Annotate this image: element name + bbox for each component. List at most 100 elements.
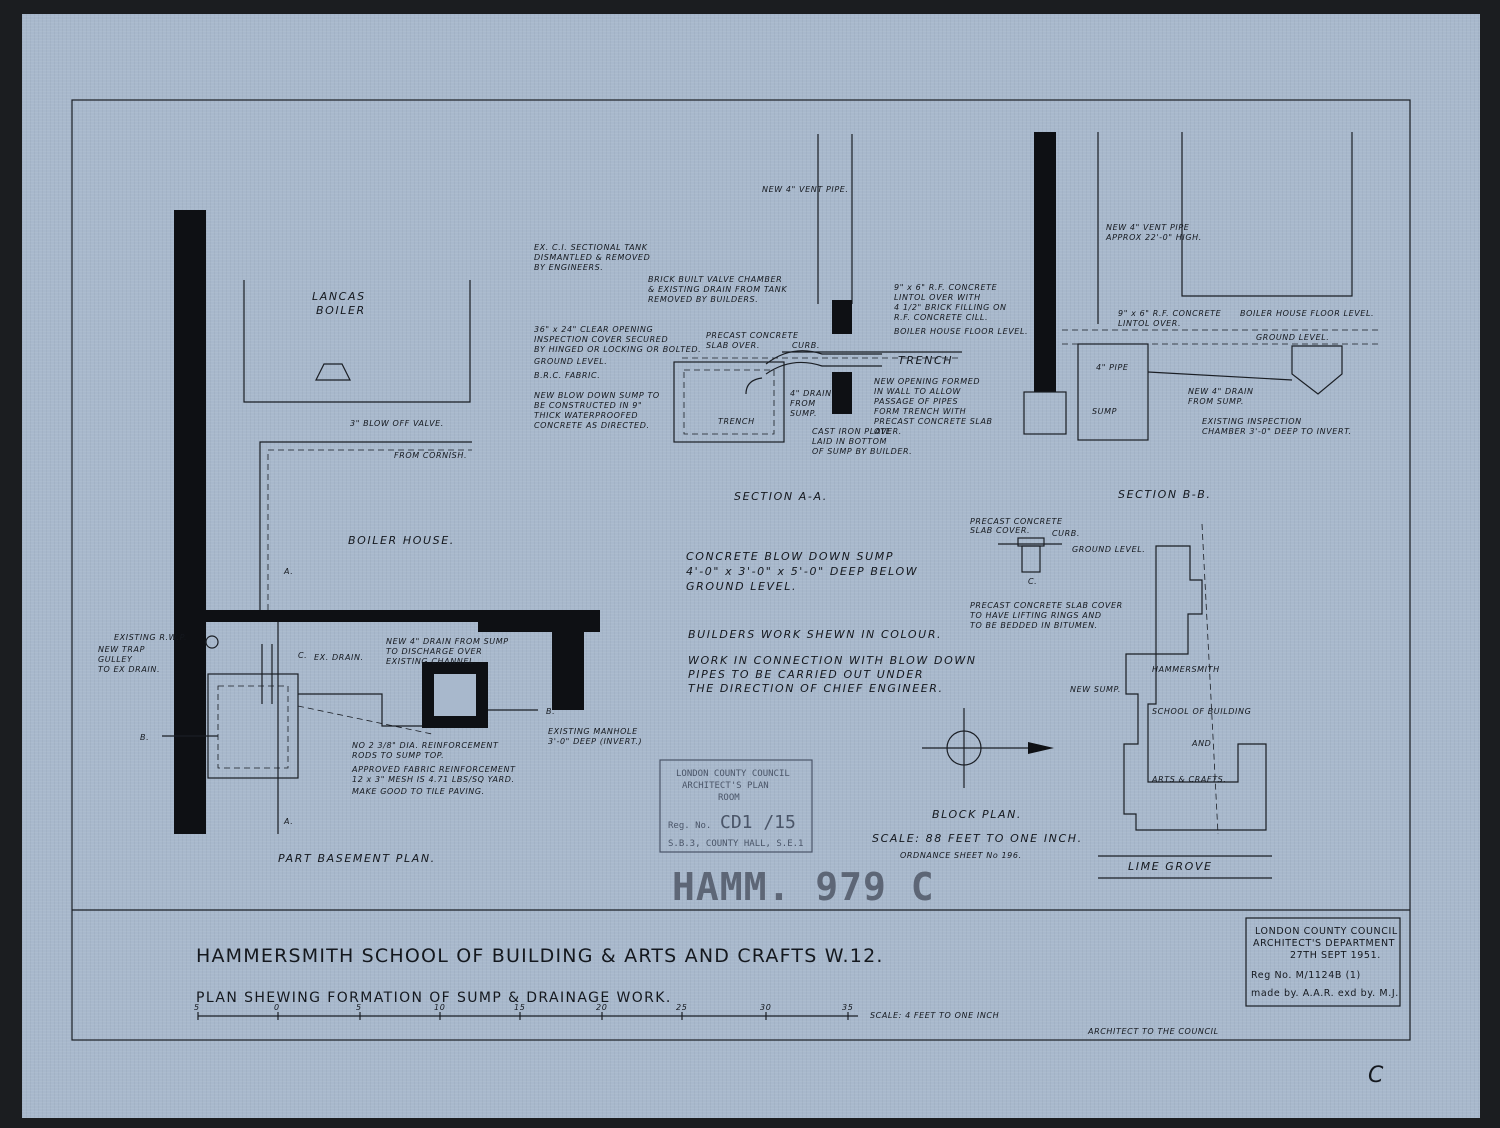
label-reinforcement-2: RODS TO SUMP TOP. xyxy=(352,751,444,760)
bb-inspection-2: CHAMBER 3'-0" DEEP TO INVERT. xyxy=(1202,427,1352,436)
detail-slab xyxy=(1017,537,1045,547)
reference-stamp: HAMM. 979 C xyxy=(672,865,935,909)
drawing-sheet: LANCAS BOILER 3" BLOW OFF VALVE. FROM CO… xyxy=(22,14,1480,1118)
stamp-line5: S.B.3, COUNTY HALL, S.E.1 xyxy=(668,839,803,849)
block-plan-drawing xyxy=(1098,523,1272,879)
view-title-block-plan: BLOCK PLAN. xyxy=(932,808,1022,821)
title-box: LONDON COUNTY COUNCIL ARCHITECT'S DEPART… xyxy=(1245,917,1401,1007)
label-fabric-2: 12 x 3" MESH IS 4.71 LBS/SQ YARD. xyxy=(352,775,515,784)
bb-drain-1: NEW 4" DRAIN xyxy=(1188,387,1254,396)
view-title-part-basement: PART BASEMENT PLAN. xyxy=(278,852,436,865)
title-box-date: 27TH SEPT 1951. xyxy=(1290,950,1381,961)
aa-tank-1: EX. C.I. SECTIONAL TANK xyxy=(534,243,648,252)
mark-a-bottom: A. xyxy=(283,817,293,826)
block-road: LIME GROVE xyxy=(1128,860,1213,873)
stamp-reg-label: Reg. No. xyxy=(668,821,711,831)
block-arts: ARTS & CRAFTS. xyxy=(1151,775,1226,784)
pipe-bend-2 xyxy=(765,361,882,375)
aa-new-opening-6: OVER. xyxy=(874,427,902,436)
detail-shaft xyxy=(1021,545,1041,573)
bb-footing xyxy=(1023,391,1067,435)
label-make-good: MAKE GOOD TO TILE PAVING. xyxy=(352,787,485,796)
site-boundary xyxy=(1201,523,1219,835)
sump-section xyxy=(673,361,785,443)
label-manhole-1: EXISTING MANHOLE xyxy=(548,727,638,736)
aa-valve-3: REMOVED BY BUILDERS. xyxy=(648,295,758,304)
stamp-line3: ROOM xyxy=(718,793,740,803)
title-box-made-by: made by. A.A.R. exd by. M.J. xyxy=(1251,988,1399,999)
note-builders: BUILDERS WORK SHEWN IN COLOUR. xyxy=(688,628,942,641)
title-box-council: LONDON COUNTY COUNCIL xyxy=(1255,926,1398,937)
label-new-trap-1: NEW TRAP xyxy=(98,645,145,654)
blowdown-pipe-inner xyxy=(267,449,472,610)
mark-a-top: A. xyxy=(283,567,293,576)
label-manhole-2: 3'-0" DEEP (INVERT.) xyxy=(548,737,642,746)
detail-slab-1: PRECAST CONCRETE xyxy=(970,517,1063,526)
aa-cast-iron-2: LAID IN BOTTOM xyxy=(812,437,887,446)
ordnance-sheet: ORDNANCE SHEET No 196. xyxy=(900,851,1022,860)
label-new-trap-3: TO EX DRAIN. xyxy=(98,665,160,674)
corner-mark: C xyxy=(1368,1063,1385,1088)
note-work-3: THE DIRECTION OF CHIEF ENGINEER. xyxy=(688,682,944,695)
note-slab-3: TO BE BEDDED IN BITUMEN. xyxy=(970,621,1098,630)
aa-opening-2: INSPECTION COVER SECURED xyxy=(534,335,668,344)
drawing-border xyxy=(71,99,1411,1041)
bb-ground: GROUND LEVEL. xyxy=(1256,333,1329,342)
bb-drain-2: FROM SUMP. xyxy=(1188,397,1244,406)
label-lancas: LANCAS xyxy=(312,290,366,303)
note-sump-2: 4'-0" x 3'-0" x 5'-0" DEEP BELOW xyxy=(686,565,918,578)
mark-c: C. xyxy=(298,651,307,660)
aa-drain-sump-3: SUMP. xyxy=(790,409,817,418)
aa-opening-1: 36" x 24" CLEAR OPENING xyxy=(534,325,653,334)
note-sump-1: CONCRETE BLOW DOWN SUMP xyxy=(686,550,894,563)
label-new-trap-2: GULLEY xyxy=(98,655,133,664)
pier xyxy=(552,630,584,710)
aa-ground-level: GROUND LEVEL. xyxy=(534,357,607,366)
aa-drain-sump-1: 4" DRAIN xyxy=(790,389,832,398)
scale-label-2: 5 xyxy=(356,1003,362,1012)
stamp-frame xyxy=(659,759,813,853)
part-basement-plan xyxy=(162,210,600,834)
north-arrow xyxy=(922,708,1054,788)
stamp-line1: LONDON COUNTY COUNCIL xyxy=(676,769,790,779)
bb-inspection-chamber xyxy=(1291,345,1343,395)
section-aa-drawing xyxy=(673,134,962,443)
lintol-solid xyxy=(832,300,852,334)
label-from-cornish: FROM CORNISH. xyxy=(394,451,467,460)
aa-lintol-4: R.F. CONCRETE CILL. xyxy=(894,313,988,322)
bb-floor: BOILER HOUSE FLOOR LEVEL. xyxy=(1240,309,1374,318)
scale-label-5: 20 xyxy=(596,1003,607,1012)
scale-label-4: 15 xyxy=(514,1003,525,1012)
aa-lintol-3: 4 1/2" BRICK FILLING ON xyxy=(894,303,1007,312)
detail-slab-2: SLAB COVER. xyxy=(970,526,1030,535)
detail-mark: C. xyxy=(1028,577,1037,586)
aa-vent-label: NEW 4" VENT PIPE. xyxy=(762,185,849,194)
scale-label-1: 0 xyxy=(274,1003,280,1012)
note-work-2: PIPES TO BE CARRIED OUT UNDER xyxy=(688,668,924,681)
drawing-canvas: LANCAS BOILER 3" BLOW OFF VALVE. FROM CO… xyxy=(71,99,1411,1088)
scale-label-8: 35 xyxy=(842,1003,853,1012)
view-title-section-bb: SECTION B-B. xyxy=(1118,488,1212,501)
aa-new-opening-2: IN WALL TO ALLOW xyxy=(874,387,961,396)
aa-precast-2: SLAB OVER. xyxy=(706,341,760,350)
bb-inspection-1: EXISTING INSPECTION xyxy=(1202,417,1302,426)
aa-new-sump-4: CONCRETE AS DIRECTED. xyxy=(534,421,650,430)
aa-new-opening-1: NEW OPENING FORMED xyxy=(874,377,980,386)
pipe-bend-1 xyxy=(765,350,882,365)
aa-new-sump-3: THICK WATERPROOFED xyxy=(534,411,638,420)
blowdown-pipe xyxy=(259,441,472,610)
aa-trench-lower: TRENCH xyxy=(718,417,755,426)
drain-run xyxy=(298,693,432,727)
aa-lintol-1: 9" x 6" R.F. CONCRETE xyxy=(894,283,998,292)
sump-pipes xyxy=(261,644,273,704)
bb-drain xyxy=(1147,371,1293,381)
aa-curb: CURB. xyxy=(792,341,820,350)
boiler-outline xyxy=(243,280,471,403)
view-title-section-aa: SECTION A-A. xyxy=(734,490,828,503)
aa-tank-3: BY ENGINEERS. xyxy=(534,263,603,272)
label-new-drain-2: TO DISCHARGE OVER xyxy=(386,647,482,656)
section-bb-drawing xyxy=(1023,132,1382,441)
bb-vent-1: NEW 4" VENT PIPE xyxy=(1106,223,1190,232)
aa-drain-sump-2: FROM xyxy=(790,399,816,408)
label-fabric-1: APPROVED FABRIC REINFORCEMENT xyxy=(351,765,516,774)
